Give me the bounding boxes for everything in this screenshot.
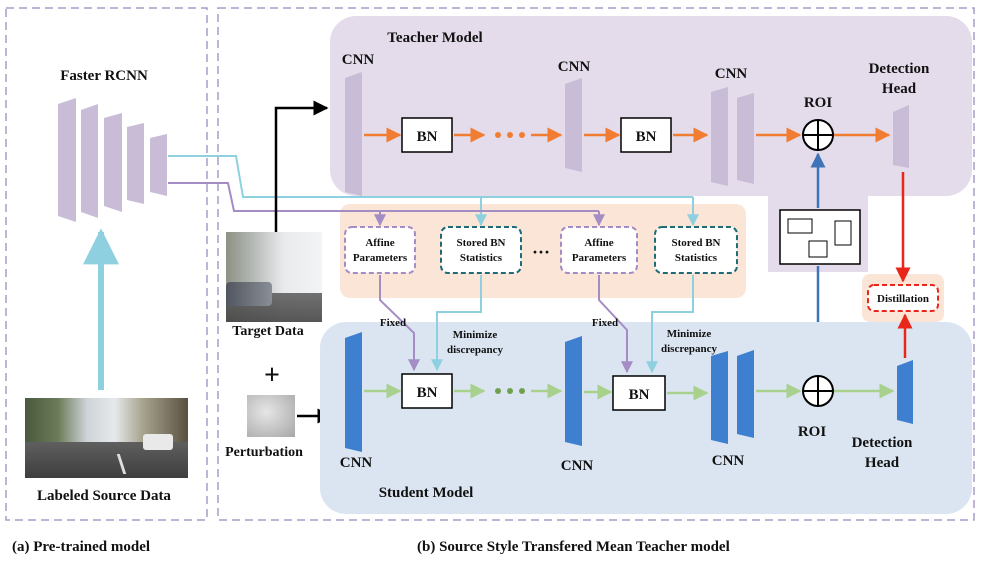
labeled-source-label: Labeled Source Data: [37, 488, 171, 504]
stored-bn-label-1b: Statistics: [460, 252, 503, 264]
teacher-ellipsis-dot-3: [519, 132, 525, 138]
student-bn-box-2: [612, 375, 666, 411]
teacher-ellipsis-dot-1: [495, 132, 501, 138]
rcnn-layer-2: [81, 104, 98, 218]
target-foggy-image: [226, 232, 322, 322]
distillation-label: Distillation: [877, 293, 929, 305]
teacher-cnn-layer-1: [345, 72, 362, 196]
student-roi-label: ROI: [798, 424, 827, 440]
teacher-bn-box-2: [620, 117, 672, 153]
student-ellipsis-dot-1: [495, 388, 501, 394]
student-cnn-layer-2: [565, 336, 582, 446]
affine-params-label-1a: Affine: [365, 237, 394, 249]
rcnn-layer-4: [127, 123, 144, 204]
teacher-cnn-label-3: CNN: [715, 66, 748, 82]
student-ellipsis-dot-3: [519, 388, 525, 394]
student-cnn-layer-3b: [737, 350, 754, 438]
teacher-detection-head: [893, 105, 909, 168]
student-bn-box-1: [401, 373, 453, 409]
bn-statistics-panel: [340, 204, 746, 298]
caption-a: (a) Pre-trained model: [12, 539, 150, 555]
teacher-head-label-1: Detection: [869, 61, 930, 77]
plus-sign: +: [264, 360, 280, 391]
target-data-label: Target Data: [232, 324, 303, 339]
source-car: [143, 434, 173, 450]
rcnn-layer-5: [150, 134, 167, 196]
teacher-model-panel: [330, 16, 972, 196]
perturbation-noise-image: [247, 395, 295, 437]
bn-panel-ellipsis: ···: [532, 242, 550, 262]
minimize-arrow-2: [646, 275, 694, 374]
student-cnn-layer-3a: [711, 351, 728, 444]
minimize-label-2b: discrepancy: [661, 343, 718, 355]
teacher-cnn-layer-2: [565, 78, 582, 172]
student-model-title: Student Model: [379, 485, 474, 501]
stored-bn-box-1: [440, 226, 522, 274]
rcnn-layer-1: [58, 98, 76, 222]
stored-bn-label-2a: Stored BN: [672, 237, 721, 249]
minimize-label-2a: Minimize: [667, 328, 712, 340]
left-frame: [5, 7, 208, 521]
distillation-box: [867, 284, 939, 312]
teacher-cnn-layer-3b: [737, 93, 754, 184]
student-ellipsis-dot-2: [507, 388, 513, 394]
student-cnn-label-3: CNN: [712, 453, 745, 469]
student-ellipsis: [495, 388, 525, 394]
faster-rcnn-title: Faster RCNN: [60, 68, 148, 84]
teacher-model-title: Teacher Model: [387, 30, 482, 46]
affine-params-box-1: [344, 226, 416, 274]
stored-bn-label-2b: Statistics: [675, 252, 718, 264]
pretrained-to-affine-lines: [168, 182, 599, 212]
stored-bn-box-2: [654, 226, 738, 274]
student-model-panel: [320, 322, 972, 514]
minimize-label-1a: Minimize: [453, 329, 498, 341]
teacher-cnn-label-2: CNN: [558, 59, 591, 75]
target-to-teacher-arrow: [274, 100, 329, 232]
student-bn-label-1: BN: [417, 385, 438, 401]
affine-params-label-2b: Parameters: [572, 252, 627, 264]
teacher-head-label-2: Head: [882, 81, 917, 97]
right-frame: [217, 7, 975, 521]
teacher-roi-operator: [802, 119, 834, 151]
student-head-label-1: Detection: [852, 435, 913, 451]
fixed-arrow-1: [379, 275, 420, 372]
affine-params-label-1b: Parameters: [353, 252, 408, 264]
teacher-bn-label-2: BN: [636, 129, 657, 145]
teacher-ellipsis: [495, 132, 525, 138]
teacher-bn-box-1: [401, 117, 453, 153]
stored-bn-label-1a: Stored BN: [457, 237, 506, 249]
student-detection-head: [897, 360, 913, 424]
source-street-image: [25, 398, 188, 478]
minimize-label-1b: discrepancy: [447, 344, 504, 356]
student-cnn-layer-1: [345, 332, 362, 452]
faster-rcnn-backbone: [58, 98, 167, 222]
teacher-roi-label: ROI: [804, 95, 833, 111]
fixed-label-1: Fixed: [380, 317, 406, 329]
perturbation-label: Perturbation: [225, 445, 303, 460]
student-head-label-2: Head: [865, 455, 900, 471]
roi-proposal-2: [808, 240, 828, 258]
roi-proposal-1: [787, 218, 813, 234]
pretrained-to-stored-bn-lines: [168, 155, 693, 198]
teacher-bn-label-1: BN: [417, 129, 438, 145]
minimize-arrow-1: [431, 275, 482, 372]
roi-proposal-3: [834, 220, 852, 246]
affine-params-label-2a: Affine: [584, 237, 613, 249]
teacher-cnn-label-1: CNN: [342, 52, 375, 68]
student-bn-label-2: BN: [629, 387, 650, 403]
fixed-arrow-2: [598, 275, 633, 374]
source-road-marking: [116, 454, 127, 474]
rcnn-layer-3: [104, 113, 122, 212]
caption-b: (b) Source Style Transfered Mean Teacher…: [417, 539, 730, 555]
teacher-cnn-layer-3a: [711, 87, 728, 186]
teacher-ellipsis-dot-2: [507, 132, 513, 138]
affine-params-box-2: [560, 226, 638, 274]
student-roi-operator: [802, 375, 834, 407]
student-cnn-label-1: CNN: [340, 455, 373, 471]
student-cnn-label-2: CNN: [561, 458, 594, 474]
target-parked-cars: [226, 282, 272, 306]
fixed-label-2: Fixed: [592, 317, 618, 329]
